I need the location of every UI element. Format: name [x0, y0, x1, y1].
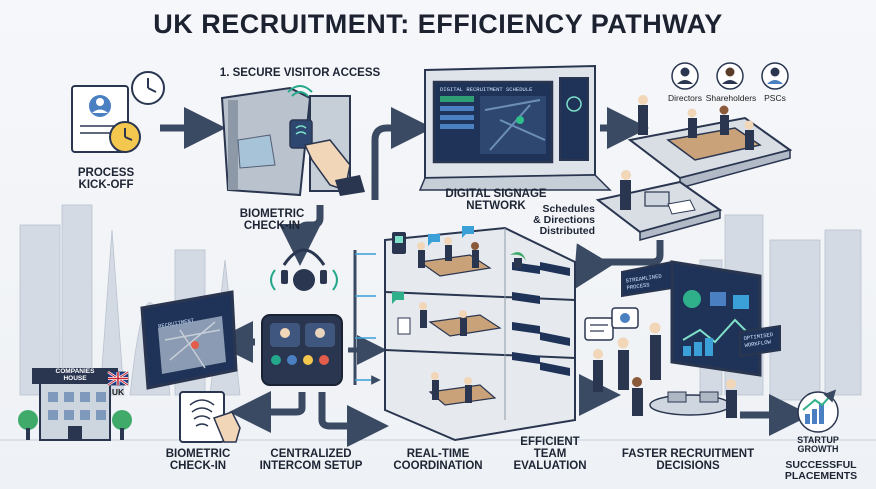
startup-growth-label: STARTUP GROWTH	[797, 435, 839, 455]
uk-label: UK	[111, 387, 125, 397]
companies-house-building	[18, 368, 132, 441]
dashboard-screen	[584, 260, 781, 377]
team-eval-label: EFFICIENT TEAM EVALUATION	[513, 436, 587, 473]
biometric-top-label: BIOMETRIC CHECK-IN	[239, 208, 305, 233]
faster-decisions-label: FASTER RECRUITMENT DECISIONS	[621, 448, 755, 473]
placements-label: SUCCESSFUL PLACEMENTS	[784, 459, 858, 483]
role-avatars	[671, 62, 789, 90]
headset-icon	[270, 248, 338, 291]
floor-links	[355, 253, 376, 380]
fingerprint-document-icon	[179, 391, 241, 443]
arrow-to-coordination	[318, 392, 389, 447]
arrow-to-intercom	[279, 205, 324, 266]
boardroom-platform	[627, 95, 793, 189]
document-clock-icon	[71, 71, 165, 153]
digital-signage-label: DIGITAL SIGNAGE NETWORK	[445, 188, 547, 213]
arrow-to-signage	[371, 107, 433, 200]
process-kickoff-label: PROCESS KICK-OFF	[77, 167, 135, 192]
arrow-to-checkin	[229, 391, 306, 433]
growth-chart-icon	[797, 389, 839, 433]
turnstile-gate	[220, 85, 365, 197]
companies-house-label: COMPANIES HOUSE	[55, 368, 95, 382]
schedules-label: Schedules & Directions Distributed	[533, 203, 595, 238]
biometric-bottom-label: BIOMETRIC CHECK-IN	[165, 448, 231, 473]
uk-flag-icon	[107, 370, 129, 387]
shareholders-label: Shareholders	[705, 93, 757, 103]
arrow-to-decisions	[573, 240, 664, 291]
desk-platform	[595, 170, 723, 241]
directors-label: Directors	[667, 93, 702, 103]
page-title: UK RECRUITMENT: EFFICIENCY PATHWAY	[153, 9, 723, 39]
decision-team	[593, 322, 737, 418]
office-building-cutaway	[384, 226, 576, 442]
pscs-label: PSCs	[764, 93, 786, 103]
realtime-label: REAL-TIME COORDINATION	[393, 448, 483, 473]
secure-access-label: 1. SECURE VISITOR ACCESS	[219, 67, 381, 79]
intercom-panel	[261, 314, 343, 386]
tablet-map	[140, 290, 238, 390]
intercom-label: CENTRALIZED INTERCOM SETUP	[259, 448, 363, 473]
signage-room	[418, 64, 612, 191]
signage-screen-header: DIGITAL RECRUITMENT SCHEDULE	[440, 86, 533, 93]
